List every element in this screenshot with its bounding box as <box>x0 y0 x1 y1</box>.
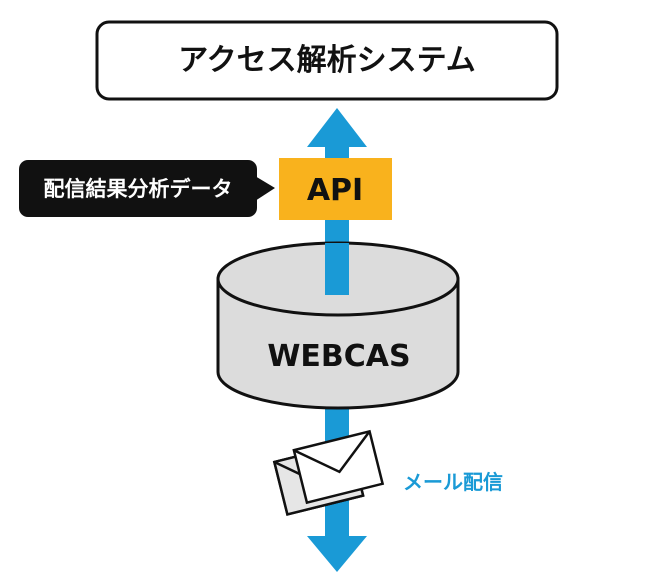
up-arrow-shaft-inner <box>325 243 349 295</box>
analysis-data-callout: 配信結果分析データ <box>19 160 275 217</box>
analysis-data-callout-pointer <box>255 176 275 201</box>
down-arrow-head <box>307 536 367 572</box>
api-box-label: API <box>307 173 363 208</box>
access-analysis-system-box: アクセス解析システム <box>95 20 559 101</box>
analysis-data-callout-label: 配信結果分析データ <box>44 177 233 201</box>
up-arrow-head <box>307 108 367 147</box>
envelope-icon <box>272 429 385 516</box>
envelope-front-icon <box>292 429 385 505</box>
webcas-database: WEBCAS <box>216 241 460 410</box>
access-analysis-system-label: アクセス解析システム <box>178 43 476 78</box>
analysis-data-callout-body <box>19 160 257 217</box>
mail-delivery-label: メール配信 <box>403 470 503 494</box>
webcas-database-label: WEBCAS <box>267 339 410 374</box>
access-analysis-system-frame <box>95 20 559 101</box>
api-box: API <box>279 158 392 220</box>
api-box-frame <box>279 158 392 220</box>
